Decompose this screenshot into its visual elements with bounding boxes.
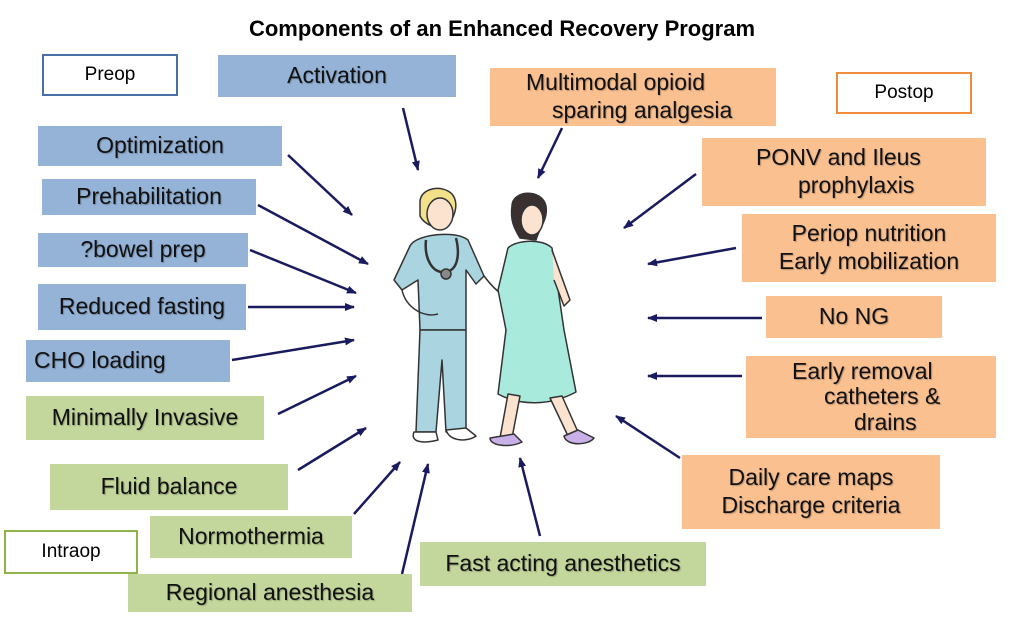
arrow-fluid-balance	[297, 426, 367, 472]
box-bowel-prep: ?bowel prep	[38, 233, 248, 267]
arrow-fast-acting	[518, 457, 542, 537]
normothermia-label: Normothermia	[178, 523, 324, 550]
arrow-cho-loading	[231, 337, 355, 362]
box-nutrition-mobilization: Periop nutrition Early mobilization	[742, 214, 996, 282]
regional-anesthesia-label: Regional anesthesia	[165, 579, 375, 606]
care-line1: Daily care maps	[728, 464, 894, 491]
removal-line2: catheters &	[824, 383, 941, 410]
fast-acting-label: Fast acting anesthetics	[445, 550, 681, 577]
reduced-fasting-label: Reduced fasting	[58, 293, 226, 320]
box-early-removal: Early removal catheters & drains	[746, 356, 996, 438]
box-reduced-fasting: Reduced fasting	[38, 284, 246, 330]
legend-postop-label: Postop	[874, 82, 934, 103]
box-fast-acting-anesthetics: Fast acting anesthetics	[420, 542, 706, 586]
legend-postop: Postop	[836, 72, 972, 114]
care-line2: Discharge criteria	[721, 492, 901, 518]
arrow-normothermia	[353, 461, 401, 515]
box-regional-anesthesia: Regional anesthesia	[128, 574, 412, 612]
nurse-figure	[393, 187, 505, 443]
diagram-title: Components of an Enhanced Recovery Progr…	[248, 16, 756, 41]
fluid-balance-label: Fluid balance	[100, 473, 238, 500]
arrow-care-maps	[615, 414, 681, 460]
legend-preop-label: Preop	[84, 64, 136, 85]
ponv-line1: PONV and Ileus	[756, 144, 921, 171]
legend-intraop: Intraop	[4, 530, 138, 574]
arrow-ponv	[623, 173, 697, 229]
bowel-prep-label: ?bowel prep	[80, 236, 206, 263]
patient-figure	[489, 192, 595, 447]
legend-preop: Preop	[42, 54, 178, 96]
nurse-patient-illustration	[393, 187, 595, 447]
ponv-line2: prophylaxis	[798, 172, 915, 198]
arrow-nutrition	[647, 246, 737, 267]
cho-loading-label: CHO loading	[34, 347, 166, 374]
box-prehabilitation: Prehabilitation	[42, 179, 256, 215]
box-care-maps-discharge: Daily care maps Discharge criteria	[682, 455, 940, 529]
nutrition-line2: Early mobilization	[778, 248, 960, 274]
arrow-prehabilitation	[257, 203, 369, 266]
box-activation: Activation	[218, 55, 456, 97]
box-normothermia: Normothermia	[150, 516, 352, 558]
optimization-label: Optimization	[96, 132, 224, 159]
box-multimodal-analgesia: Multimodal opioid sparing analgesia	[490, 68, 776, 126]
arrow-analgesia	[536, 127, 564, 179]
activation-label: Activation	[287, 62, 387, 89]
legend-intraop-label: Intraop	[41, 541, 101, 562]
removal-line1: Early removal	[792, 358, 933, 385]
arrow-optimization	[287, 154, 353, 216]
box-minimally-invasive: Minimally Invasive	[26, 396, 264, 440]
minimally-invasive-label: Minimally Invasive	[51, 404, 239, 431]
box-optimization: Optimization	[38, 126, 282, 166]
arrow-minimally-invasive	[277, 374, 357, 416]
prehabilitation-label: Prehabilitation	[76, 183, 222, 210]
analgesia-line1: Multimodal opioid	[526, 69, 705, 96]
box-cho-loading: CHO loading	[26, 340, 230, 382]
analgesia-line2: sparing analgesia	[552, 97, 733, 123]
box-no-ng: No NG	[766, 296, 942, 338]
box-ponv-ileus: PONV and Ileus prophylaxis	[702, 138, 986, 206]
box-fluid-balance: Fluid balance	[50, 464, 288, 510]
nutrition-line1: Periop nutrition	[791, 220, 947, 247]
no-ng-label: No NG	[818, 303, 890, 330]
arrow-regional-anesthesia	[400, 463, 430, 575]
arrow-activation	[401, 107, 420, 171]
removal-line3: drains	[854, 408, 917, 435]
arrow-bowel-prep	[249, 248, 357, 295]
